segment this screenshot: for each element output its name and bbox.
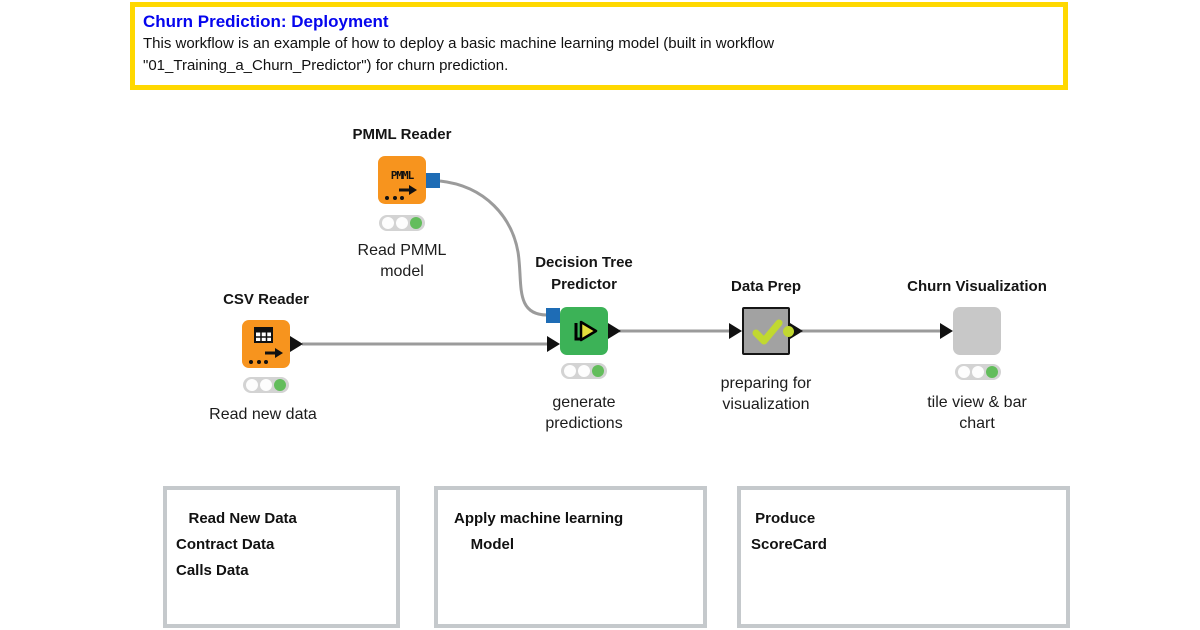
node-churn-visualization[interactable]	[953, 307, 1001, 355]
component-output-bubble	[783, 326, 794, 337]
node-decision-tree-predictor[interactable]	[560, 307, 608, 355]
annotation-box-produce-scorecard[interactable]: Produce ScoreCard	[737, 486, 1070, 628]
table-icon	[254, 327, 273, 348]
traffic-light-csv	[243, 377, 289, 393]
pmml-icon: PMML	[390, 169, 415, 182]
node-sublabel-pmml-reader: Read PMML model	[357, 242, 447, 280]
output-port-csv-data[interactable]	[290, 336, 303, 352]
node-sublabel-viz: tile view & bar chart	[927, 394, 1027, 432]
traffic-light-predictor	[561, 363, 607, 379]
output-port-dataprep[interactable]	[790, 323, 803, 339]
predictor-icon	[569, 318, 599, 349]
input-port-viz[interactable]	[940, 323, 953, 339]
reader-arrow-icon	[264, 346, 284, 364]
annotation-line: Contract Data	[176, 536, 275, 553]
node-label-viz: Churn Visualization	[907, 278, 1047, 295]
node-sublabel-csv-reader: Read new data	[209, 406, 317, 423]
annotation-line: Model	[454, 536, 514, 553]
input-port-dataprep[interactable]	[729, 323, 742, 339]
traffic-light-pmml	[379, 215, 425, 231]
annotation-line: Read New Data	[176, 510, 297, 527]
node-csv-reader[interactable]	[242, 320, 290, 368]
output-port-pmml-model[interactable]	[426, 173, 440, 188]
node-label-csv-reader: CSV Reader	[223, 291, 309, 308]
annotation-body-line2: "01_Training_a_Churn_Predictor") for chu…	[143, 57, 509, 74]
node-pmml-reader[interactable]: PMML	[378, 156, 426, 204]
node-label-predictor: Decision Tree Predictor	[535, 254, 633, 293]
annotation-line: ScoreCard	[751, 536, 827, 553]
annotation-box-apply-model[interactable]: Apply machine learning Model	[434, 486, 707, 628]
traffic-light-viz	[955, 364, 1001, 380]
workflow-annotation-header[interactable]: Churn Prediction: Deployment This workfl…	[130, 2, 1068, 90]
reader-dots-icon	[249, 360, 268, 364]
node-label-pmml-reader: PMML Reader	[352, 126, 452, 143]
annotation-line: Calls Data	[176, 562, 249, 579]
output-port-predictions[interactable]	[608, 323, 621, 339]
annotation-line: Produce	[751, 510, 816, 527]
input-port-data[interactable]	[547, 336, 560, 352]
node-sublabel-dataprep: preparing for visualization	[720, 375, 812, 413]
input-port-model[interactable]	[546, 308, 560, 323]
node-sublabel-predictor: generate predictions	[545, 394, 623, 432]
annotation-box-read-new-data[interactable]: Read New Data Contract Data Calls Data	[163, 486, 400, 628]
annotation-title: Churn Prediction: Deployment	[143, 12, 389, 31]
annotation-line: Apply machine learning	[454, 510, 624, 527]
node-label-dataprep: Data Prep	[730, 278, 802, 295]
checkmark-icon	[750, 318, 784, 351]
node-data-prep-component[interactable]	[742, 307, 790, 355]
annotation-body-line1: This workflow is an example of how to de…	[143, 35, 775, 52]
reader-arrow-icon	[398, 183, 418, 201]
reader-dots-icon	[385, 196, 404, 200]
connection-pmml-to-predictor[interactable]	[439, 179, 548, 317]
